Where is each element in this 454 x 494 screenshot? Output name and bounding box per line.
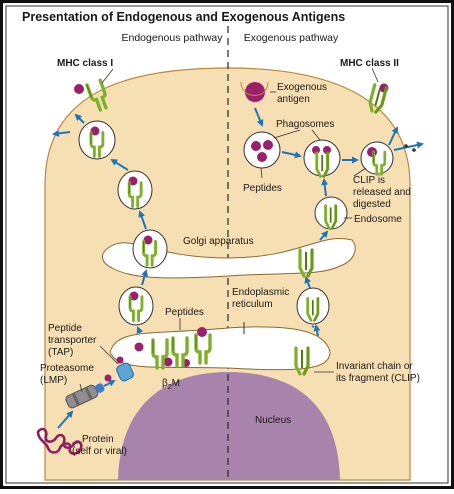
invagination <box>240 81 269 96</box>
phagosome-2 <box>303 139 341 178</box>
arrow-to-golgi <box>141 269 148 286</box>
arrow-endosome-up <box>321 178 329 197</box>
phagosome-3 <box>360 141 394 176</box>
vesicle-left-1 <box>118 286 154 326</box>
phagosome-1 <box>243 131 281 169</box>
pointer-peptides-right <box>260 167 263 179</box>
arrow-protein-to-proteasome <box>57 410 74 429</box>
arrow-export-right <box>393 141 424 151</box>
mhc-class-ii-label: MHC class II <box>340 58 399 69</box>
exogenous-antigen-label-1: Exogenous <box>277 82 327 93</box>
arrow-er-to-vesicle-right <box>311 325 315 328</box>
proteasome <box>65 383 105 409</box>
arrow-phago-1-2 <box>281 151 302 159</box>
vesicle-right <box>296 287 330 325</box>
tap-label-1: Peptide <box>48 323 82 334</box>
endogenous-header: Endogenous pathway <box>122 32 224 44</box>
surface-mhc-class-ii <box>366 83 389 115</box>
pointer-mhc1 <box>101 68 114 84</box>
endosome <box>314 196 348 230</box>
vesicle-left-2 <box>132 229 168 269</box>
surface-mhc-class-i <box>74 78 112 114</box>
pointer-mhc2 <box>371 67 379 83</box>
title-backdrop <box>12 8 342 26</box>
clip-label-3: digested <box>353 199 391 210</box>
pointer-tap <box>99 345 119 365</box>
nucleus <box>118 372 340 480</box>
protein-label-2: (self or viral) <box>72 446 127 457</box>
arrow-export-left <box>52 129 71 137</box>
golgi-apparatus <box>102 238 356 279</box>
er-peptide-mhc-complexes <box>134 327 212 370</box>
exogenous-antigen-label-2: antigen <box>277 94 310 105</box>
arrow-to-vesicle-4 <box>110 158 129 171</box>
exogenous-antigen <box>245 82 265 102</box>
arrow-to-surface-ii <box>388 126 399 146</box>
arrow-er-to-vesicle <box>136 326 144 334</box>
peptide-fragment <box>116 356 124 364</box>
exogenous-header: Exogenous pathway <box>244 32 339 44</box>
proteasome-label-2: (LMP) <box>40 375 67 386</box>
arrow-uptake <box>254 107 264 127</box>
pointer-clip <box>353 167 367 177</box>
beta2m-label: β2M <box>162 378 180 391</box>
pointer-proteasome <box>79 383 83 393</box>
arrow-golgi-up <box>138 210 147 230</box>
proteasome-label-1: Proteasome <box>40 363 94 374</box>
er-label-2: reticulum <box>232 299 273 310</box>
endosome-label: Endosome <box>354 214 402 225</box>
arrow-vesicle-to-golgi <box>304 276 312 289</box>
protein-chain <box>36 427 83 455</box>
peptide-fragment <box>104 374 112 382</box>
invariant-label-2: its fragment (CLIP) <box>336 373 420 384</box>
tap-label-3: (TAP) <box>48 347 73 358</box>
arrow-er-up-right <box>313 324 321 337</box>
mhc-class-i-label: MHC class I <box>57 58 113 69</box>
arrow-to-surface <box>74 113 85 124</box>
clip-label-1: CLIP is <box>353 175 385 186</box>
vesicle-left-4 <box>78 120 116 160</box>
figure-title: Presentation of Endogenous and Exogenous… <box>22 10 345 24</box>
tap-transporter <box>116 362 134 382</box>
vesicle-left-3 <box>117 170 153 210</box>
protein-label-1: Protein <box>82 434 114 445</box>
inner-frame <box>5 5 449 484</box>
pointer-phago-2 <box>311 129 321 141</box>
er-label-1: Endoplasmic <box>232 287 289 298</box>
arrow-golgi-to-endosome <box>319 230 329 241</box>
golgi-label: Golgi apparatus <box>183 236 254 247</box>
clip-fragment <box>412 148 416 152</box>
peptides-right-label: Peptides <box>243 183 282 194</box>
pointer-phago-1 <box>273 129 301 139</box>
clip-label-2: released and <box>353 187 411 198</box>
phagosomes-label: Phagosomes <box>276 119 334 130</box>
tap-label-2: transporter <box>48 335 97 346</box>
peptides-left-label: Peptides <box>165 307 204 318</box>
nucleus-label: Nucleus <box>255 415 291 426</box>
clip-fragment <box>404 144 408 148</box>
arrow-proteasome-to-tap <box>103 380 116 387</box>
invariant-label-1: Invariant chain or <box>336 361 413 372</box>
